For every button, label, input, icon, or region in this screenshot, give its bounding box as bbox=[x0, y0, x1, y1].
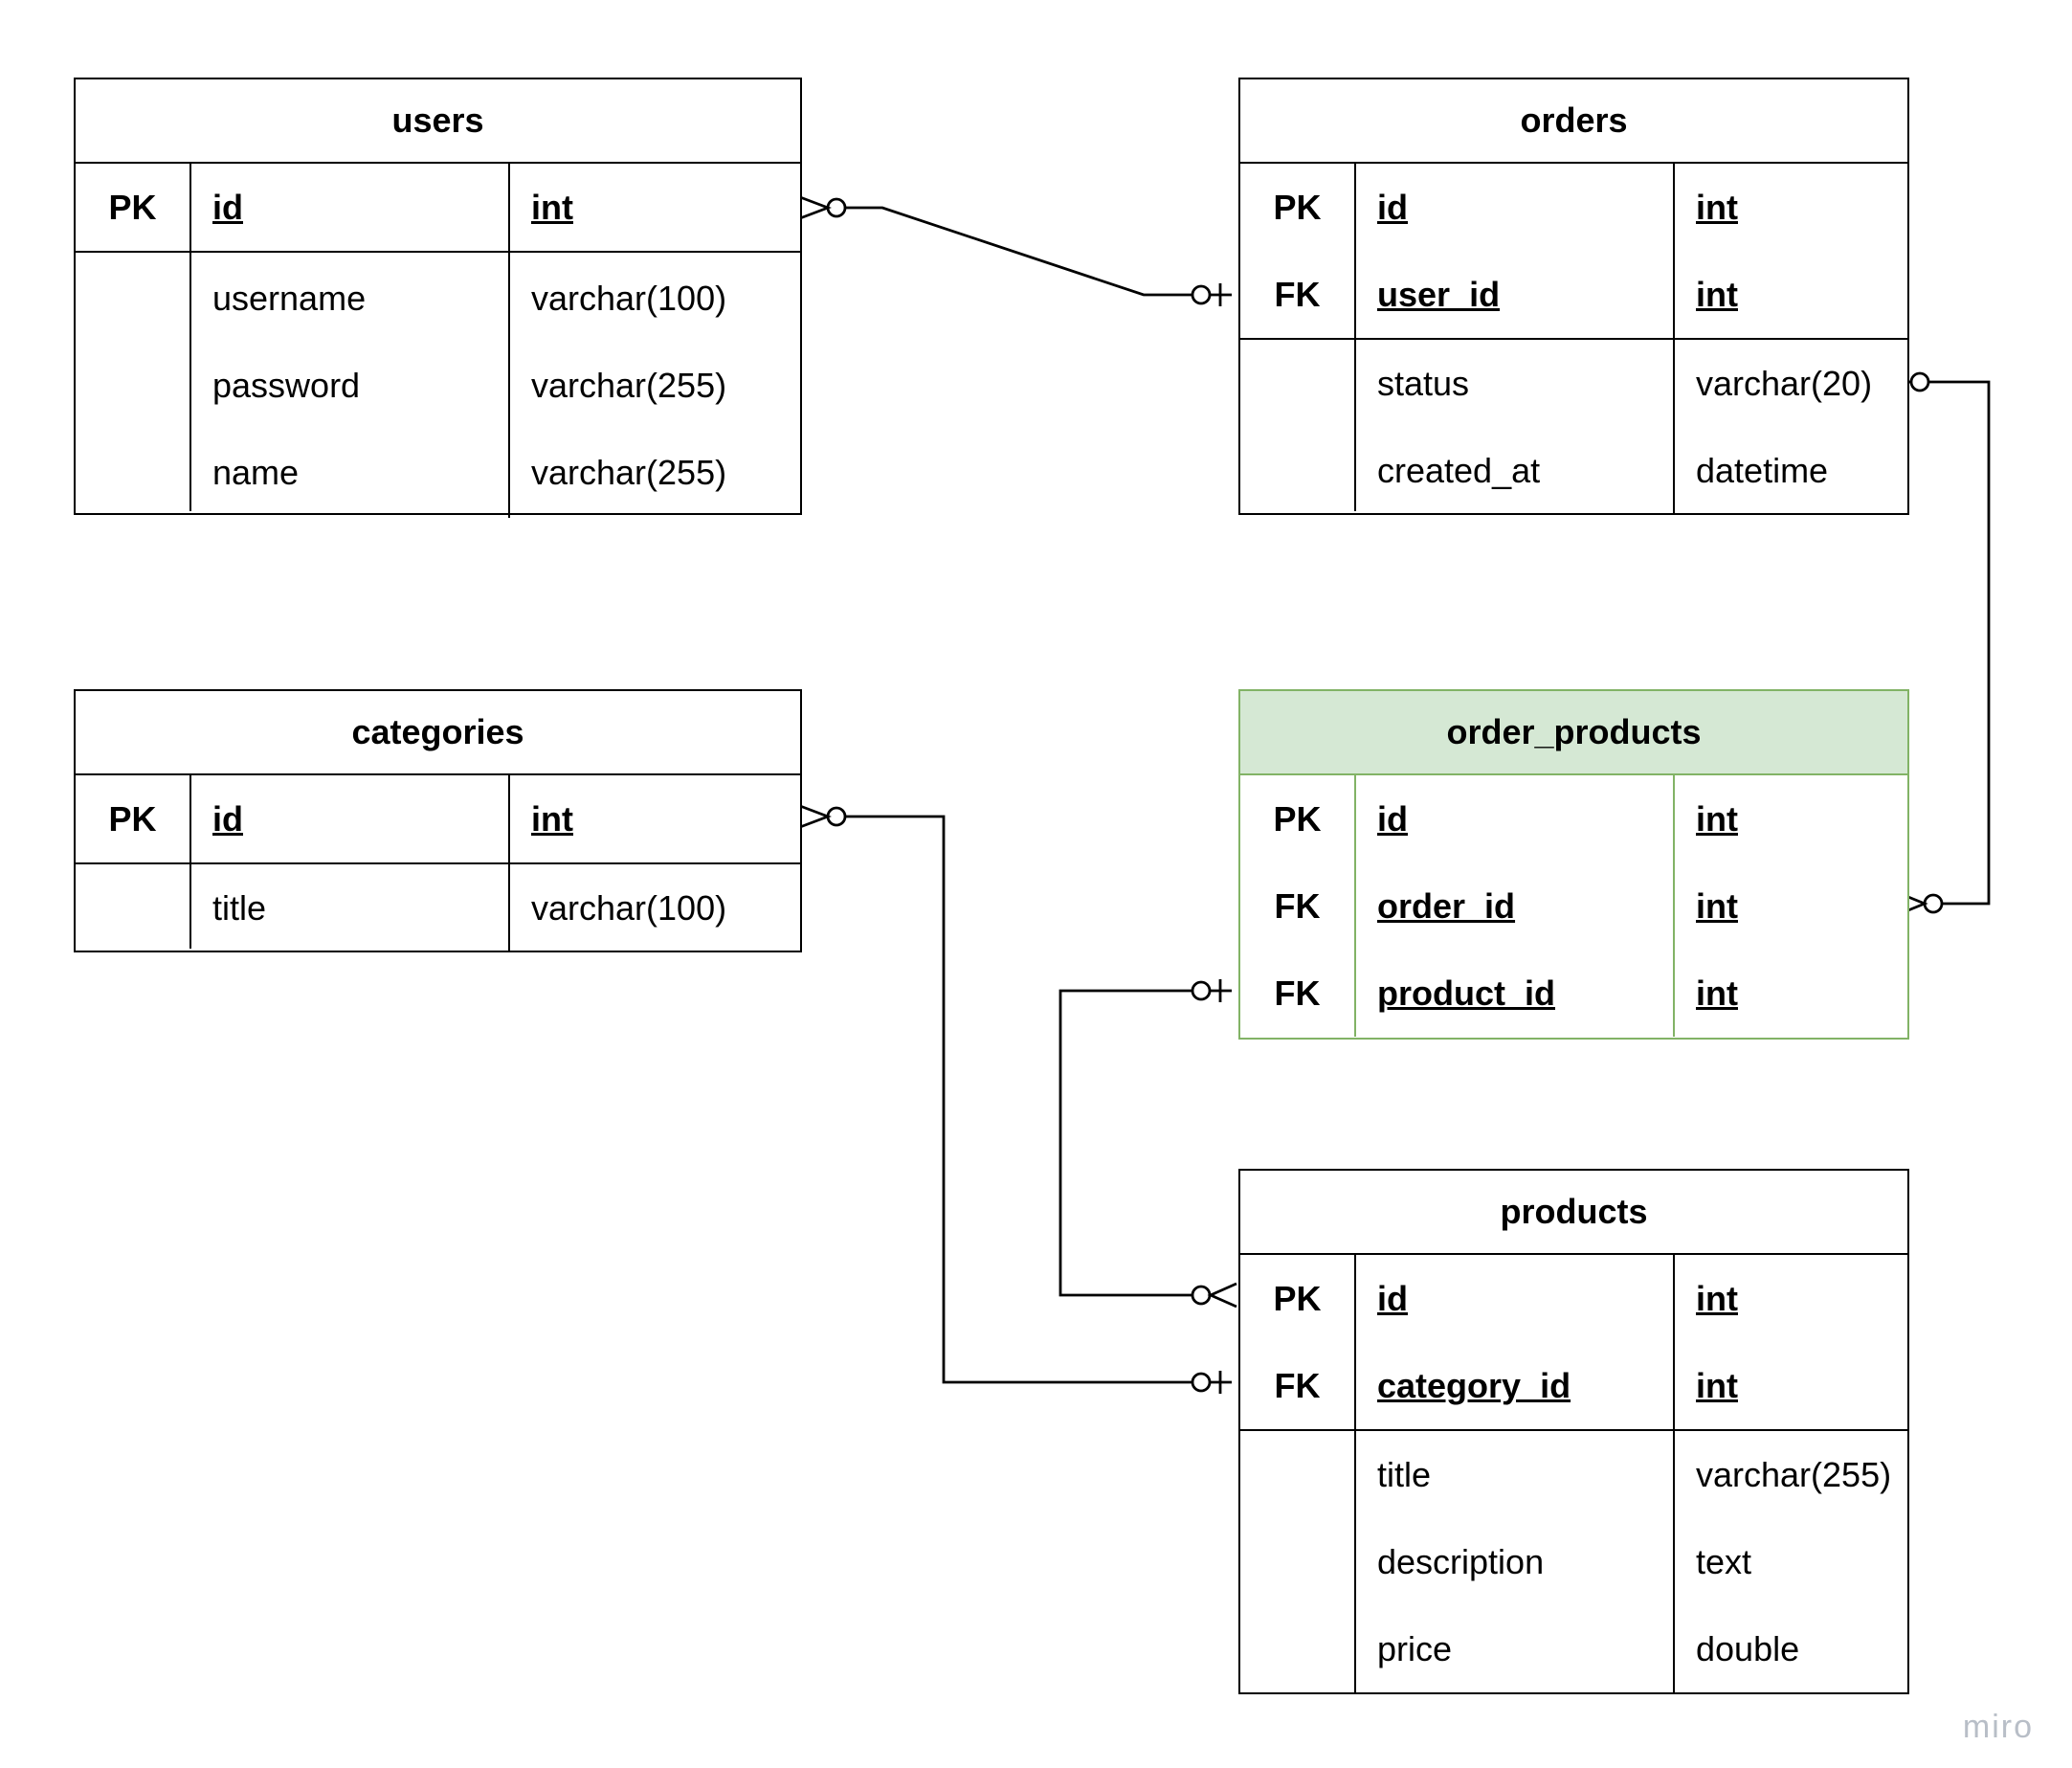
key-field-name[interactable]: user_id bbox=[1377, 274, 1501, 314]
field-type: datetime bbox=[1696, 450, 1829, 490]
field-type: varchar(255) bbox=[1696, 1454, 1892, 1494]
key-section: PK FK FK id order_id product_id int int … bbox=[1240, 775, 1907, 1037]
key-section: PK FK id category_id int int bbox=[1240, 1255, 1907, 1431]
field-name[interactable]: description bbox=[1377, 1541, 1545, 1581]
field-type: double bbox=[1696, 1628, 1800, 1668]
field-name[interactable]: status bbox=[1377, 363, 1470, 403]
entity-categories[interactable]: categories PK id int title varchar(100) bbox=[74, 689, 802, 952]
key-badge: PK bbox=[1273, 798, 1322, 839]
key-field-type: int bbox=[1696, 798, 1738, 839]
field-type: text bbox=[1696, 1541, 1752, 1581]
key-badge: PK bbox=[1273, 1278, 1322, 1318]
key-field-name[interactable]: category_id bbox=[1377, 1365, 1571, 1405]
key-field-name[interactable]: id bbox=[212, 187, 243, 227]
key-field-type: int bbox=[531, 798, 573, 839]
field-type: varchar(255) bbox=[531, 365, 727, 405]
field-section: username password name varchar(100) varc… bbox=[76, 253, 800, 518]
entity-title: orders bbox=[1240, 79, 1907, 164]
entity-users[interactable]: users PK id int username password name v… bbox=[74, 78, 802, 518]
entity-orders[interactable]: orders PK FK id user_id int int status c… bbox=[1238, 78, 1909, 515]
entity-title: order_products bbox=[1240, 691, 1907, 775]
key-field-type: int bbox=[1696, 187, 1738, 227]
key-field-type: int bbox=[1696, 1365, 1738, 1405]
field-name[interactable]: title bbox=[1377, 1454, 1432, 1494]
field-name[interactable]: name bbox=[212, 452, 300, 492]
key-field-name[interactable]: id bbox=[1377, 1278, 1408, 1318]
field-type: varchar(100) bbox=[531, 887, 727, 928]
field-type: varchar(20) bbox=[1696, 363, 1873, 403]
field-name[interactable]: created_at bbox=[1377, 450, 1541, 490]
miro-watermark: miro bbox=[1962, 1709, 2034, 1745]
key-field-name[interactable]: id bbox=[1377, 798, 1408, 839]
key-badge: FK bbox=[1274, 274, 1321, 314]
field-name[interactable]: title bbox=[212, 887, 267, 928]
relation-orders-order-products[interactable] bbox=[1898, 370, 1991, 916]
key-section: PK id int bbox=[76, 775, 800, 864]
field-name[interactable]: price bbox=[1377, 1628, 1453, 1668]
entity-title: products bbox=[1240, 1171, 1907, 1255]
field-section: title description price varchar(255) tex… bbox=[1240, 1431, 1907, 1693]
key-badge: PK bbox=[108, 187, 157, 227]
key-badge: FK bbox=[1274, 1365, 1321, 1405]
field-name[interactable]: username bbox=[212, 278, 367, 318]
key-field-name[interactable]: product_id bbox=[1377, 973, 1555, 1013]
key-section: PK FK id user_id int int bbox=[1240, 164, 1907, 340]
key-badge: PK bbox=[108, 798, 157, 839]
entity-title: categories bbox=[76, 691, 800, 775]
key-field-type: int bbox=[1696, 885, 1738, 926]
key-field-name[interactable]: order_id bbox=[1377, 885, 1516, 926]
key-field-name[interactable]: id bbox=[212, 798, 243, 839]
entity-products[interactable]: products PK FK id category_id int int ti… bbox=[1238, 1169, 1909, 1694]
key-field-type: int bbox=[1696, 1278, 1738, 1318]
field-section: title varchar(100) bbox=[76, 864, 800, 951]
relation-users-orders[interactable] bbox=[799, 195, 1232, 306]
entity-order-products[interactable]: order_products PK FK FK id order_id prod… bbox=[1238, 689, 1909, 1040]
key-field-name[interactable]: id bbox=[1377, 187, 1408, 227]
field-name[interactable]: password bbox=[212, 365, 361, 405]
key-field-type: int bbox=[1696, 973, 1738, 1013]
key-badge: FK bbox=[1274, 885, 1321, 926]
entity-title: users bbox=[76, 79, 800, 164]
field-type: varchar(255) bbox=[531, 452, 727, 492]
key-section: PK id int bbox=[76, 164, 800, 253]
field-section: status created_at varchar(20) datetime bbox=[1240, 340, 1907, 514]
key-badge: FK bbox=[1274, 973, 1321, 1013]
field-type: varchar(100) bbox=[531, 278, 727, 318]
key-field-type: int bbox=[531, 187, 573, 227]
relation-order-products-products[interactable] bbox=[1058, 979, 1237, 1309]
key-badge: PK bbox=[1273, 187, 1322, 227]
key-field-type: int bbox=[1696, 274, 1738, 314]
relation-categories-products[interactable] bbox=[799, 804, 1232, 1394]
